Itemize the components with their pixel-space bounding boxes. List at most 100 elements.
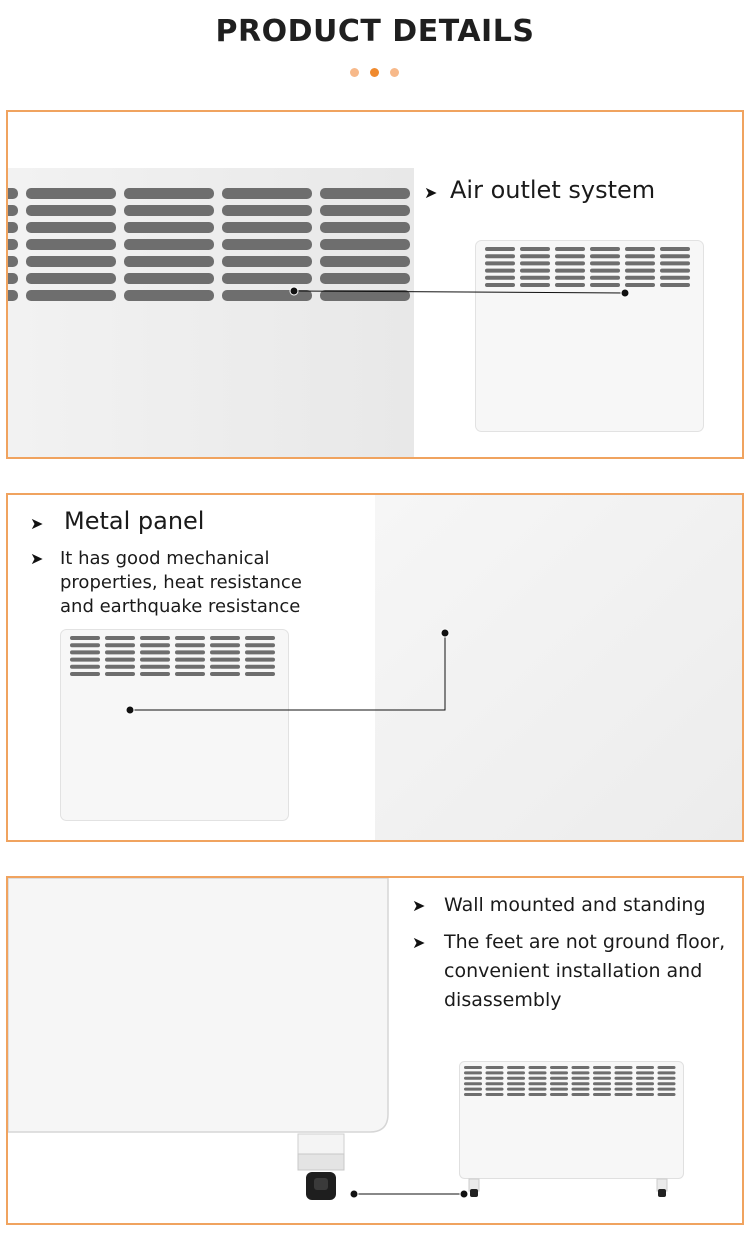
grille-slot — [636, 1082, 654, 1086]
grille-slot — [124, 222, 214, 233]
grille-slot — [222, 222, 312, 233]
grille-slot — [590, 254, 620, 259]
grille-slot — [593, 1066, 611, 1069]
grille-slot — [507, 1093, 525, 1096]
grille-slot — [507, 1082, 525, 1086]
arrowhead-icon: ➤ — [412, 896, 426, 915]
grille-slot — [657, 1071, 676, 1075]
grille-slot — [593, 1093, 611, 1096]
grille-slot — [571, 1087, 590, 1091]
grille-slot — [222, 290, 312, 301]
grille-slot — [210, 650, 240, 655]
grille-slot — [660, 254, 690, 259]
grille-slot — [175, 664, 205, 669]
grille-slot — [210, 664, 240, 669]
grille-slot — [625, 275, 655, 280]
decoration-dot — [350, 68, 359, 77]
feature-label: Air outlet system — [450, 176, 656, 204]
grille-slot — [657, 1082, 676, 1086]
grille-slot — [520, 247, 550, 251]
grille-slot — [124, 256, 214, 267]
grille-slot — [210, 672, 240, 676]
grille-slot — [8, 239, 18, 250]
grille-slot — [571, 1082, 590, 1086]
grille-slot — [528, 1066, 547, 1069]
grille-slot — [555, 283, 585, 287]
grille-slot — [550, 1071, 568, 1075]
grille-slot — [8, 290, 18, 301]
grille-slot — [550, 1082, 568, 1086]
grille-slot — [485, 1066, 504, 1069]
grille-slot — [614, 1066, 633, 1069]
grille-slot — [464, 1066, 482, 1069]
section-mounting: ➤Wall mounted and standing ➤ The feet ar… — [6, 876, 744, 1225]
feature-feet: ➤ The feet are not ground floor, conveni… — [412, 928, 725, 1015]
grille-slot — [550, 1087, 568, 1091]
grille-slot — [320, 256, 410, 267]
grille-slot — [555, 254, 585, 259]
grille-slot — [614, 1082, 633, 1086]
grille-slot — [614, 1087, 633, 1091]
grille-slot — [320, 273, 410, 284]
grille-slot — [175, 643, 205, 648]
grille-slot — [571, 1076, 590, 1080]
grille-slot — [555, 275, 585, 280]
grille-slot — [245, 657, 275, 662]
grille-slot — [320, 222, 410, 233]
grille-slot — [614, 1071, 633, 1075]
grille-slot — [464, 1087, 482, 1091]
feature-description: ➤ It has good mechanical properties, hea… — [30, 547, 302, 619]
grille-closeup-image — [8, 168, 414, 457]
grille-slot — [528, 1071, 547, 1075]
grille-slot — [320, 205, 410, 216]
grille-slot — [555, 247, 585, 251]
feature-label: Metal panel — [64, 507, 205, 535]
grille-slot — [520, 283, 550, 287]
desc-line: properties, heat resistance — [60, 572, 302, 593]
grille-slot — [175, 672, 205, 676]
grille-slot — [210, 636, 240, 640]
grille-slot — [485, 247, 515, 251]
grille-slot — [660, 247, 690, 251]
grille-slot — [105, 672, 135, 676]
grille-slot — [507, 1066, 525, 1069]
grille-slot — [625, 261, 655, 266]
grille-slot — [555, 261, 585, 266]
grille-slot — [550, 1076, 568, 1080]
grille-slot — [528, 1082, 547, 1086]
grille-slot — [636, 1076, 654, 1080]
grille-slot — [320, 188, 410, 199]
grille-slot — [528, 1093, 547, 1096]
grille-slot — [636, 1071, 654, 1075]
grille-slot — [222, 273, 312, 284]
grille-slot — [70, 643, 100, 648]
grille-slot — [320, 239, 410, 250]
grille-slot — [590, 247, 620, 251]
grille-slot — [593, 1082, 611, 1086]
grille-slot — [485, 1071, 504, 1075]
grille-slot — [485, 283, 515, 287]
grille-slot — [26, 256, 116, 267]
callout-line — [289, 286, 630, 298]
grille-slot — [657, 1087, 676, 1091]
grille-slot — [124, 239, 214, 250]
grille-slot — [245, 672, 275, 676]
grille-slot — [657, 1093, 676, 1096]
grille-slot — [593, 1071, 611, 1075]
grille-slot — [464, 1071, 482, 1075]
arrowhead-icon: ➤ — [424, 183, 438, 202]
section-metal-panel: ➤Metal panel ➤ It has good mechanical pr… — [6, 493, 744, 842]
grille-slot — [105, 664, 135, 669]
grille-slot — [175, 650, 205, 655]
grille-slot — [485, 254, 515, 259]
grille-slot — [245, 650, 275, 655]
grille-slot — [222, 239, 312, 250]
grille-slot — [8, 205, 18, 216]
grille-slot — [593, 1087, 611, 1091]
grille-slot — [140, 672, 170, 676]
grille-slot — [625, 247, 655, 251]
feet-line: The feet are not ground floor, — [444, 931, 726, 953]
grille-slot — [245, 664, 275, 669]
grille-slot — [657, 1076, 676, 1080]
grille-slot — [660, 268, 690, 273]
